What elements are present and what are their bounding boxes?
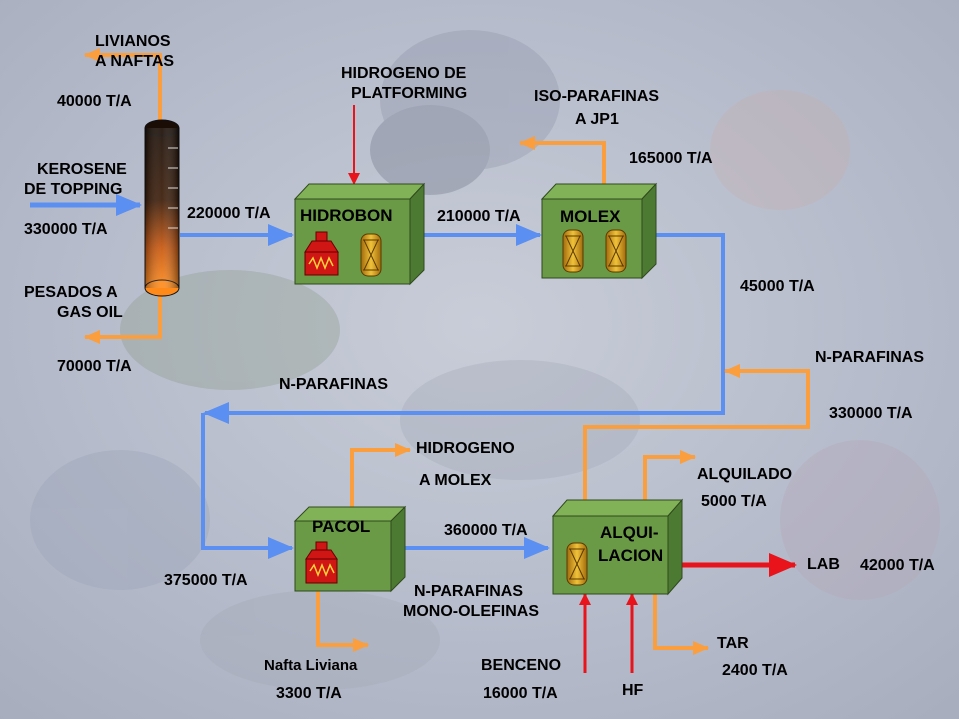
isoparafinas-outlet-line	[519, 136, 606, 192]
molex-label: MOLEX	[560, 207, 621, 226]
pacol-unit[interactable]: PACOL	[293, 505, 407, 593]
hidrogeno-to-molex-line1: HIDROGENO	[416, 440, 515, 457]
background-texture	[30, 30, 940, 690]
reactor-icon	[566, 542, 588, 586]
nparafinas-mono-line2: MONO-OLEFINAS	[403, 603, 539, 620]
nparafinas-main-label: N-PARAFINAS	[279, 376, 388, 393]
isoparafinas-label-line2: A JP1	[575, 111, 619, 128]
nparafinas-recycle-label: N-PARAFINAS	[815, 349, 924, 366]
nparafinas-recycle-flow-label: 330000 T/A	[829, 405, 913, 422]
alquilado-label: ALQUILADO	[697, 466, 792, 483]
alquilado-outlet-line	[643, 450, 696, 500]
lab-label: LAB	[807, 556, 840, 573]
hidrogeno-to-molex-line2: A MOLEX	[419, 472, 492, 489]
pacol-feed-flow-label: 375000 T/A	[164, 572, 248, 589]
kerosene-label-line2: DE TOPPING	[24, 181, 122, 198]
pesados-flow-label: 70000 T/A	[57, 358, 132, 375]
alquilacion-label-line2: LACION	[598, 546, 663, 565]
benceno-label: BENCENO	[481, 657, 561, 674]
to-pacol-arrow	[201, 413, 294, 559]
hidrobon-label: HIDROBON	[300, 206, 393, 225]
hidrogeno-platforming-line1: HIDROGENO DE	[341, 65, 467, 82]
nafta-liviana-outlet-line	[316, 590, 369, 652]
tar-flow-label: 2400 T/A	[722, 662, 788, 679]
hidrogeno-platforming-line2: PLATFORMING	[351, 85, 467, 102]
molex-unit[interactable]: MOLEX	[540, 182, 658, 280]
alquilacion-unit[interactable]: ALQUI- LACION	[551, 498, 684, 596]
furnace-icon	[304, 231, 339, 276]
alquilado-flow-label: 5000 T/A	[701, 493, 767, 510]
tar-label: TAR	[717, 635, 749, 652]
hidrobon-unit[interactable]: HIDROBON	[293, 182, 426, 286]
reactor-icon	[562, 229, 584, 273]
livianos-label-line2: A NAFTAS	[95, 53, 174, 70]
pesados-label-line2: GAS OIL	[57, 304, 123, 321]
alquilacion-label-line1: ALQUI-	[600, 523, 659, 542]
hidrobon-to-molex-flow-label: 210000 T/A	[437, 208, 521, 225]
hidrogeno-to-molex-line	[350, 443, 411, 507]
livianos-flow-label: 40000 T/A	[57, 93, 132, 110]
tar-outlet-line	[653, 592, 709, 655]
pesados-label-line1: PESADOS A	[24, 284, 118, 301]
isoparafinas-label-line1: ISO-PARAFINAS	[534, 88, 659, 105]
feed-hidrobon-flow-label: 220000 T/A	[187, 205, 271, 222]
kerosene-flow-label: 330000 T/A	[24, 221, 108, 238]
kerosene-label-line1: KEROSENE	[37, 161, 127, 178]
pacol-to-alquilacion-flow-label: 360000 T/A	[444, 522, 528, 539]
distillation-column	[144, 119, 180, 297]
hf-label: HF	[622, 682, 644, 699]
molex-out-nparafinas-line	[203, 233, 725, 424]
pesados-outlet-line	[84, 292, 162, 344]
molex-out-flow-label: 45000 T/A	[740, 278, 815, 295]
lab-flow-label: 42000 T/A	[860, 557, 935, 574]
isoparafinas-flow-label: 165000 T/A	[629, 150, 713, 167]
nparafinas-recycle-line	[583, 364, 810, 500]
nafta-liviana-flow-label: 3300 T/A	[276, 685, 342, 702]
reactor-icon	[605, 229, 627, 273]
livianos-label-line1: LIVIANOS	[95, 33, 171, 50]
reactor-icon	[360, 233, 382, 277]
furnace-icon	[305, 541, 338, 584]
nparafinas-mono-line1: N-PARAFINAS	[414, 583, 523, 600]
benceno-flow-label: 16000 T/A	[483, 685, 558, 702]
pacol-label: PACOL	[312, 517, 370, 536]
livianos-outlet-line	[84, 48, 162, 122]
nafta-liviana-label: Nafta Liviana	[264, 657, 358, 674]
